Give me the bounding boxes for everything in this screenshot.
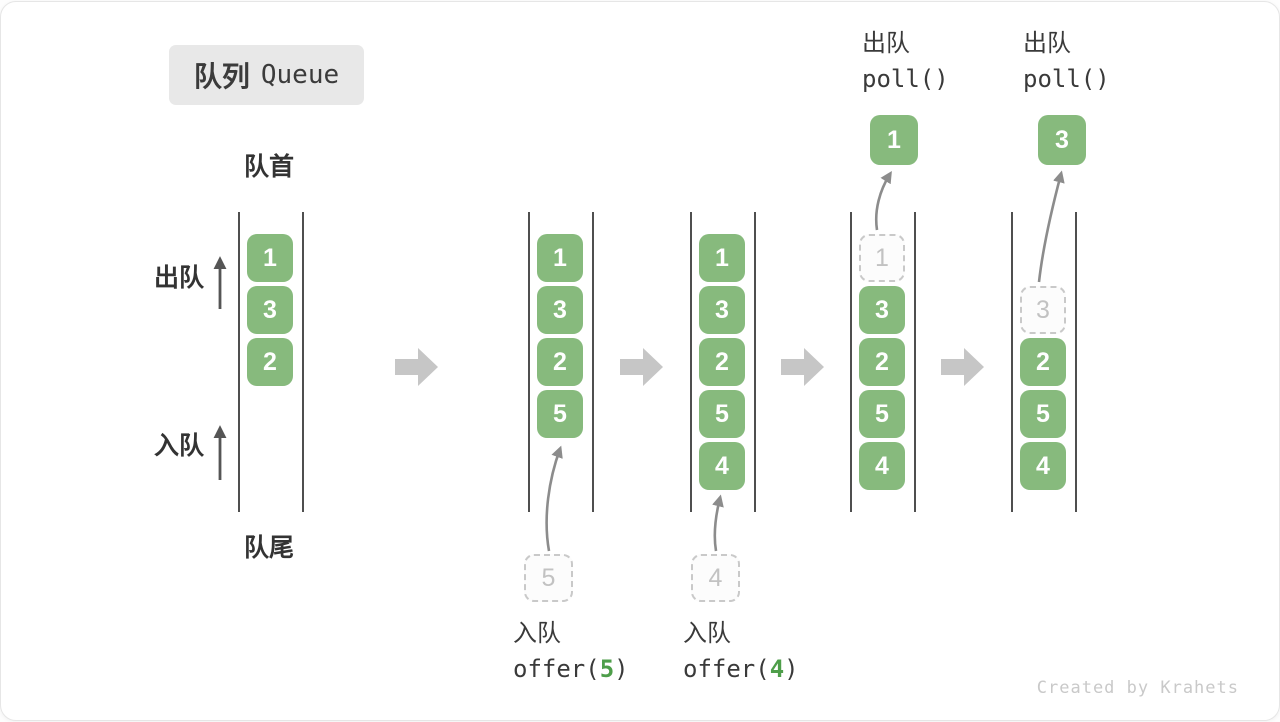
- step-arrow-icon: [395, 348, 438, 386]
- diagram-title-box: 队列 Queue: [169, 45, 364, 105]
- popped-value-box: 1: [870, 115, 918, 165]
- queue-item: 2: [537, 338, 583, 386]
- queue-rail-left: [690, 212, 692, 512]
- queue-item: 4: [859, 442, 905, 490]
- queue-item: 5: [859, 390, 905, 438]
- dequeue-arrow-icon: [1037, 170, 1065, 283]
- staged-enqueue-box: 4: [691, 554, 740, 602]
- queue-item: 5: [1020, 390, 1066, 438]
- queue-rail-right: [302, 212, 304, 512]
- queue-rail-left: [528, 212, 530, 512]
- code-suffix: ): [784, 655, 799, 683]
- queue-item-removed: 1: [859, 234, 905, 282]
- queue-item: 1: [699, 234, 745, 282]
- dequeue-annotation-code: poll(): [862, 65, 949, 93]
- step-arrow-icon: [620, 348, 663, 386]
- queue-item: 3: [859, 286, 905, 334]
- enqueue-annotation-code: offer(4): [683, 656, 799, 682]
- enqueue-arrow-icon: [712, 494, 724, 552]
- queue-rail-left: [238, 212, 240, 512]
- code-argument: 5: [599, 655, 615, 683]
- code-argument: 4: [769, 655, 785, 683]
- label-queue-rear: 队尾: [244, 534, 295, 562]
- enqueue-annotation-code: offer(5): [513, 656, 629, 682]
- code-prefix: offer(: [513, 655, 600, 683]
- code-suffix: ): [614, 655, 629, 683]
- queue-item: 4: [699, 442, 745, 490]
- popped-value-box: 3: [1038, 115, 1086, 165]
- label-queue-front: 队首: [244, 153, 295, 181]
- queue-item: 1: [247, 234, 293, 282]
- dequeue-annotation-action: 出队: [862, 30, 910, 57]
- watermark: Created by Krahets: [1036, 678, 1239, 698]
- queue-item: 3: [537, 286, 583, 334]
- label-enqueue: 入队: [154, 432, 205, 460]
- queue-rail-left: [850, 212, 852, 512]
- queue-item: 3: [247, 286, 293, 334]
- title-zh: 队列: [193, 61, 250, 92]
- queue-rail-right: [1075, 212, 1077, 512]
- dequeue-annotation-action: 出队: [1023, 30, 1071, 57]
- dequeue-annotation-code: poll(): [1023, 65, 1110, 93]
- queue-item: 4: [1020, 442, 1066, 490]
- queue-item: 2: [699, 338, 745, 386]
- queue-item: 1: [537, 234, 583, 282]
- queue-item: 2: [1020, 338, 1066, 386]
- queue-item: 2: [859, 338, 905, 386]
- step-arrow-icon: [781, 348, 824, 386]
- enqueue-annotation-action: 入队: [683, 620, 731, 647]
- step-arrow-icon: [941, 348, 984, 386]
- dequeue-arrow-icon: [874, 170, 892, 231]
- queue-item: 3: [699, 286, 745, 334]
- code-prefix: offer(: [683, 655, 770, 683]
- queue-item: 2: [247, 338, 293, 386]
- title-en: Queue: [260, 60, 340, 90]
- queue-rail-right: [754, 212, 756, 512]
- queue-item-removed: 3: [1020, 286, 1066, 334]
- label-dequeue: 出队: [154, 264, 205, 292]
- queue-rail-left: [1011, 212, 1013, 512]
- staged-enqueue-box: 5: [524, 554, 573, 602]
- enqueue-annotation-action: 入队: [513, 620, 561, 647]
- queue-item: 5: [537, 390, 583, 438]
- enqueue-arrow-icon: [545, 445, 563, 552]
- queue-item: 5: [699, 390, 745, 438]
- queue-rail-right: [592, 212, 594, 512]
- queue-rail-right: [914, 212, 916, 512]
